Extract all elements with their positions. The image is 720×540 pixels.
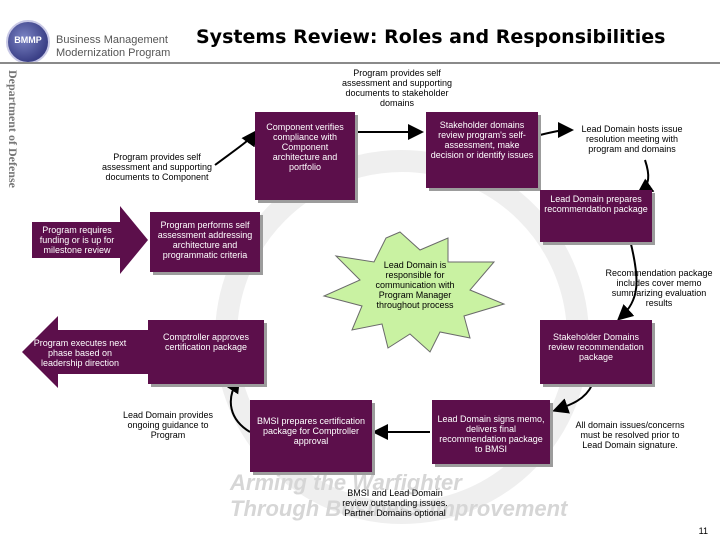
note-recommendation-includes: Recommendation package includes cover me… bbox=[605, 268, 713, 308]
note-lead-domain-hosts: Lead Domain hosts issue resolution meeti… bbox=[581, 124, 683, 154]
watermark-slogan: Arming the Warfighter Through Business I… bbox=[230, 470, 567, 522]
box-bmsi-prepares: BMSI prepares certification package for … bbox=[250, 400, 372, 472]
header-divider bbox=[0, 62, 720, 64]
box-comptroller-approves: Comptroller approves certification packa… bbox=[148, 320, 264, 384]
starburst bbox=[322, 231, 506, 353]
page-title: Systems Review: Roles and Responsibiliti… bbox=[196, 26, 666, 48]
note-program-requires: Program requires funding or is up for mi… bbox=[39, 225, 115, 255]
box-lead-domain-prepares: Lead Domain prepares recommendation pack… bbox=[540, 190, 652, 242]
block-arrow-left bbox=[22, 316, 148, 388]
box-program-performs: Program performs self assessment address… bbox=[150, 212, 260, 272]
arrow-6 bbox=[552, 384, 593, 414]
program-logo-text: Business Management Modernization Progra… bbox=[56, 34, 170, 60]
logo-line1: Business Management bbox=[56, 34, 168, 46]
arrow-5 bbox=[617, 239, 638, 321]
note-all-domain-issues: All domain issues/concerns must be resol… bbox=[575, 420, 685, 450]
page-number: 11 bbox=[698, 526, 708, 536]
box-stakeholder-review: Stakeholder domains review program's sel… bbox=[426, 112, 538, 188]
logo-line2: Modernization Program bbox=[56, 47, 171, 59]
note-program-self-assessment-component: Program provides self assessment and sup… bbox=[101, 152, 213, 182]
note-program-self-assessment-stakeholder: Program provides self assessment and sup… bbox=[341, 68, 453, 108]
box-lead-domain-signs: Lead Domain signs memo, delivers final r… bbox=[432, 400, 550, 464]
watermark-line1: Arming the Warfighter bbox=[230, 470, 462, 495]
arrow-8 bbox=[224, 376, 251, 433]
note-lead-domain-guidance: Lead Domain provides ongoing guidance to… bbox=[122, 410, 214, 440]
note-program-executes: Program executes next phase based on lea… bbox=[33, 338, 127, 368]
watermark-line2: Through Business Improvement bbox=[230, 496, 568, 521]
box-component-verifies: Component verifies compliance with Compo… bbox=[255, 112, 355, 200]
block-arrow-right bbox=[32, 206, 148, 274]
arrow-4 bbox=[636, 159, 655, 195]
box-stakeholder-review-package: Stakeholder Domains review recommendatio… bbox=[540, 320, 652, 384]
arrow-1 bbox=[214, 129, 258, 166]
arrow-3 bbox=[539, 122, 574, 139]
logo-badge-text: BMMP bbox=[14, 35, 42, 45]
note-lead-domain-responsible: Lead Domain is responsible for communica… bbox=[375, 260, 455, 310]
note-bmsi-lead-review: BMSI and Lead Domain review outstanding … bbox=[342, 488, 448, 518]
